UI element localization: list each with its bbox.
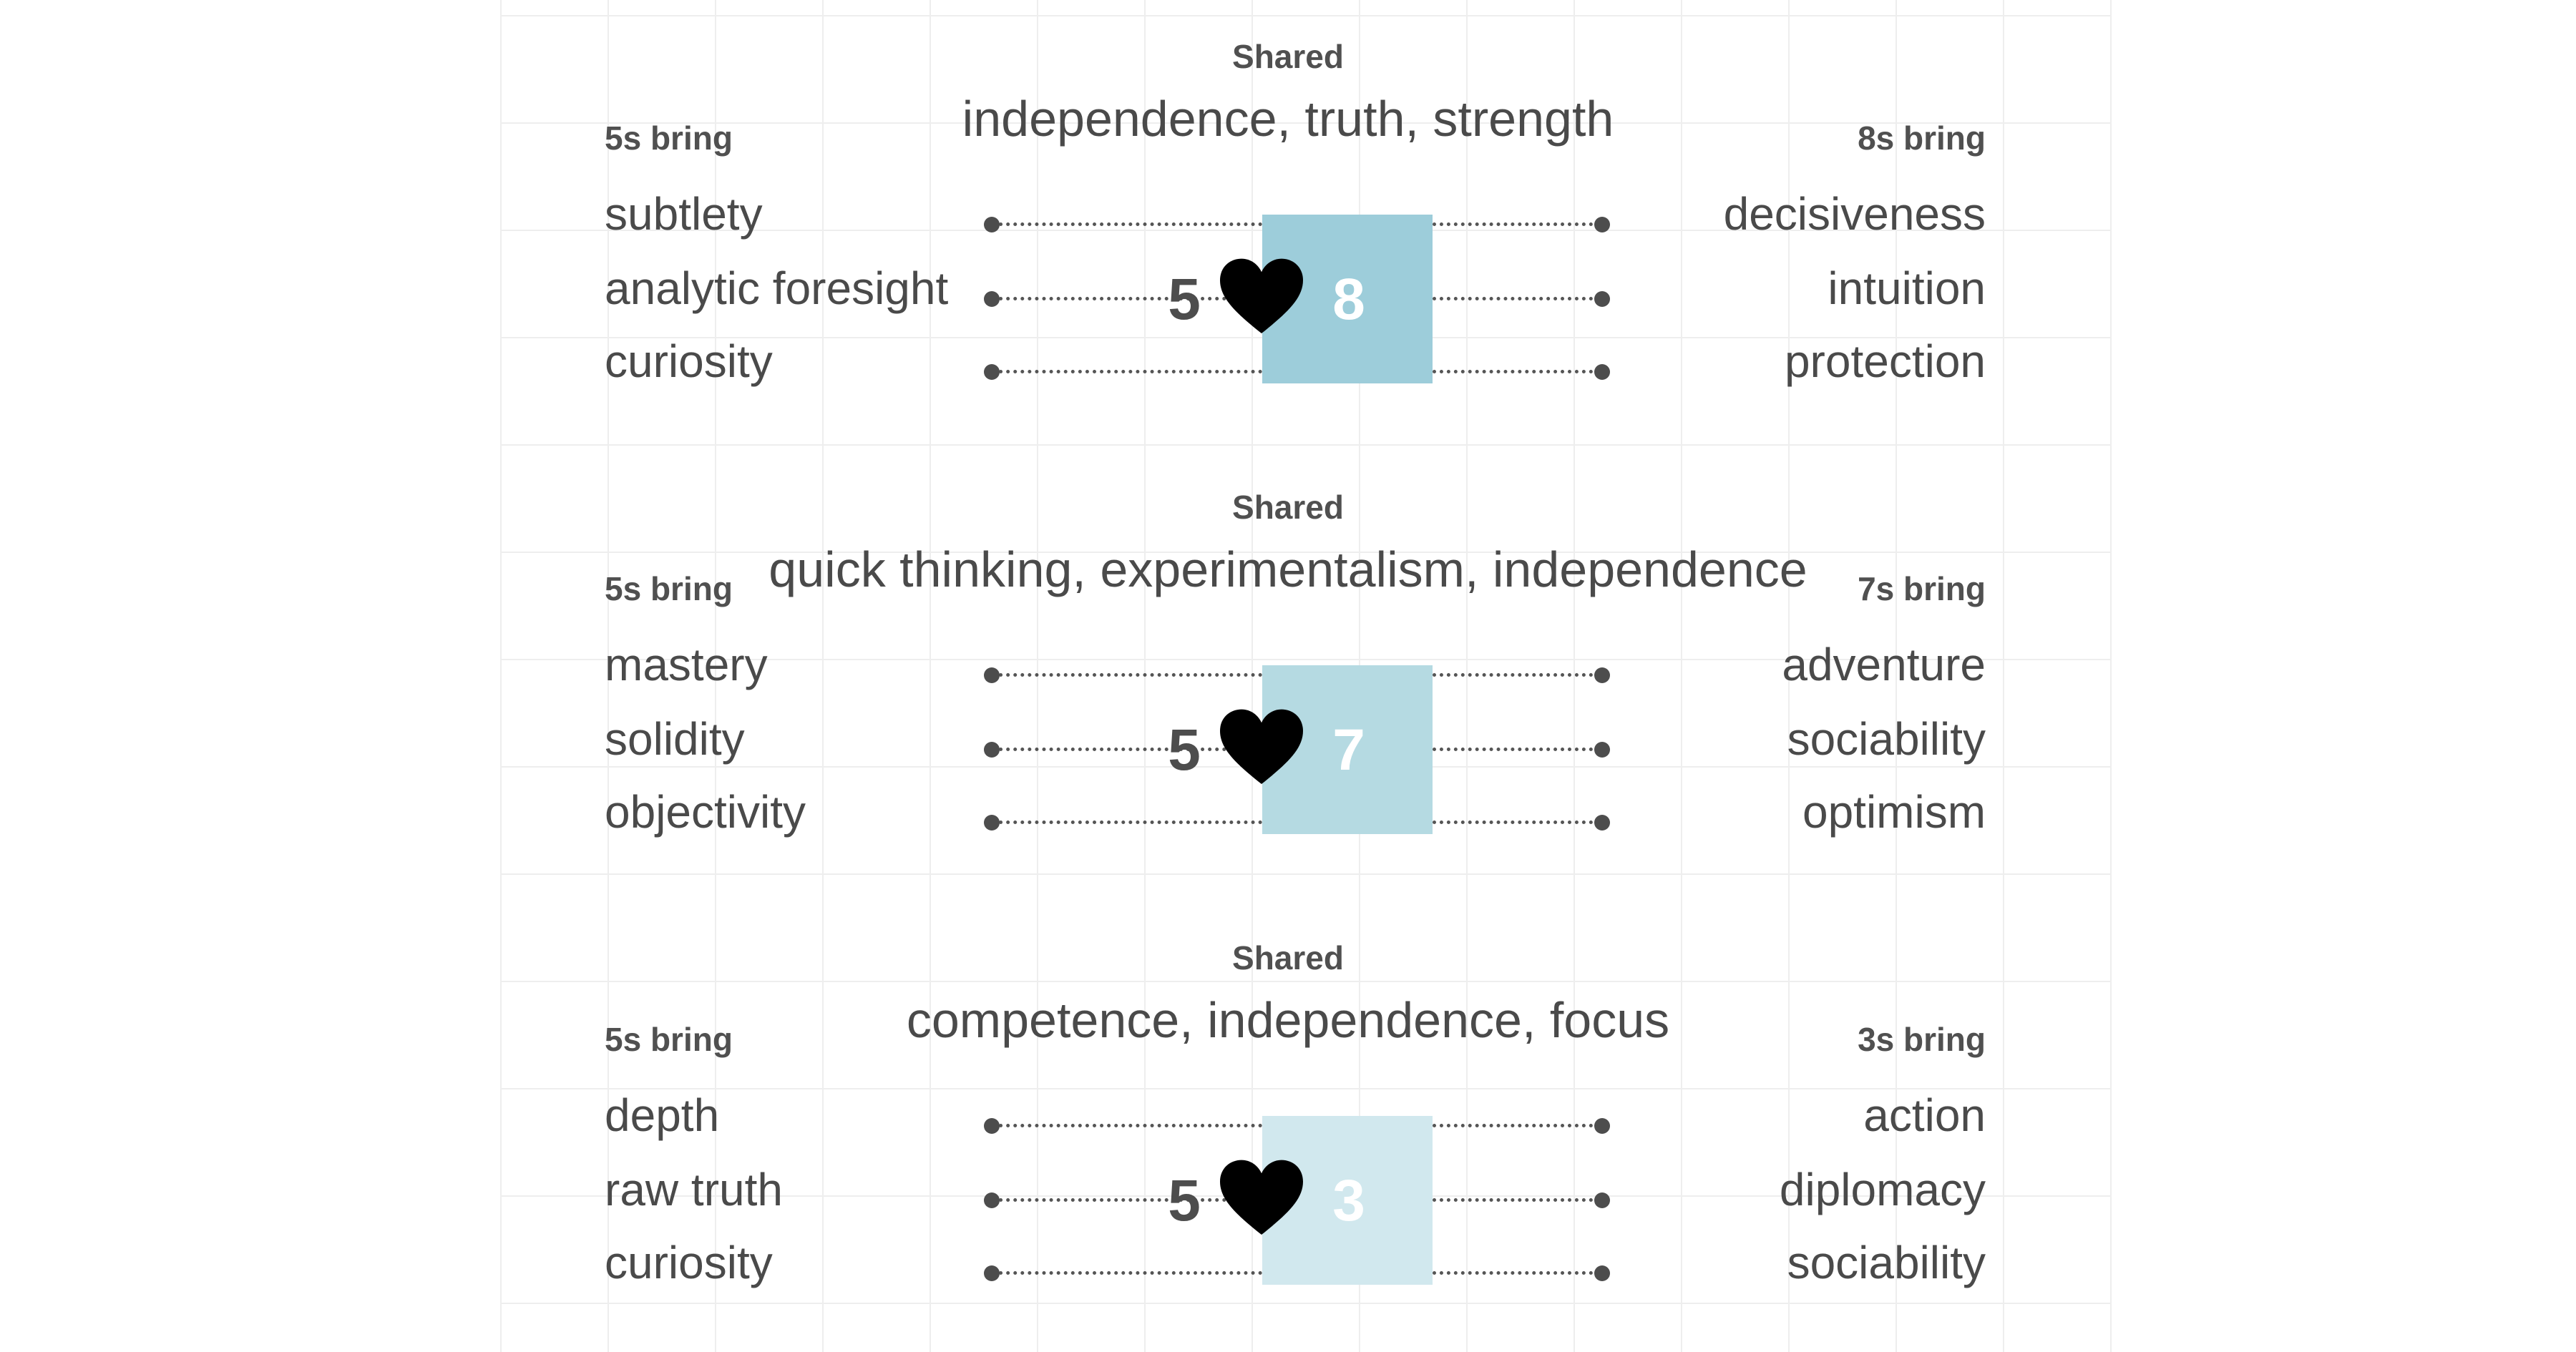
shared-label: Shared	[1232, 489, 1344, 526]
right-type-label: 3s bring	[1858, 1021, 1986, 1058]
pairing-panel-5-3: Shared competence, independence, focus 5…	[0, 901, 2576, 1352]
left-trait: objectivity	[605, 786, 806, 838]
left-type-number: 5	[1168, 717, 1201, 783]
right-connector	[1433, 673, 1600, 677]
left-trait: curiosity	[605, 335, 773, 387]
connector-dot	[984, 1118, 1000, 1134]
left-type-number: 5	[1168, 267, 1201, 332]
heart-icon	[1220, 1160, 1303, 1235]
connector-dot	[984, 364, 1000, 380]
connector-dot	[1594, 217, 1610, 232]
shared-label: Shared	[1232, 939, 1344, 976]
connector-dot	[1594, 1265, 1610, 1281]
left-connector	[992, 370, 1262, 373]
connector-dot	[984, 291, 1000, 307]
left-trait: raw truth	[605, 1164, 783, 1215]
shared-traits: competence, independence, focus	[906, 992, 1670, 1048]
right-connector	[1433, 370, 1600, 373]
shared-traits: independence, truth, strength	[962, 91, 1614, 147]
right-trait: optimism	[1802, 786, 1986, 838]
connector-dot	[1594, 1192, 1610, 1208]
left-trait: depth	[605, 1089, 720, 1141]
shared-label: Shared	[1232, 38, 1344, 75]
shared-traits: quick thinking, experimentalism, indepen…	[769, 542, 1807, 597]
connector-dot	[1594, 291, 1610, 307]
heart-icon	[1220, 709, 1303, 785]
connector-dot	[984, 667, 1000, 683]
left-type-number: 5	[1168, 1168, 1201, 1233]
left-trait: mastery	[605, 639, 768, 690]
left-connector	[992, 1124, 1262, 1127]
connector-dot	[1594, 1118, 1610, 1134]
connector-dot	[1594, 667, 1610, 683]
right-type-number: 3	[1332, 1168, 1365, 1233]
right-connector	[1433, 1271, 1600, 1275]
left-type-label: 5s bring	[605, 1021, 733, 1058]
right-connector	[1433, 820, 1600, 824]
connector-dot	[1594, 742, 1610, 758]
right-type-label: 7s bring	[1858, 570, 1986, 607]
connector-dot	[984, 1192, 1000, 1208]
left-type-label: 5s bring	[605, 570, 733, 607]
pairing-panel-5-8: Shared independence, truth, strength 5s …	[0, 0, 2576, 451]
right-connector	[1433, 1198, 1600, 1202]
left-trait: solidity	[605, 713, 745, 765]
left-connector	[992, 748, 1262, 751]
connector-dot	[1594, 815, 1610, 831]
right-type-number: 7	[1332, 717, 1365, 783]
connector-dot	[984, 1265, 1000, 1281]
left-connector	[992, 297, 1262, 300]
right-connector	[1433, 222, 1600, 226]
right-trait: protection	[1784, 335, 1986, 387]
left-connector	[992, 820, 1262, 824]
right-trait: decisiveness	[1723, 188, 1986, 240]
left-type-label: 5s bring	[605, 119, 733, 157]
right-trait: diplomacy	[1779, 1164, 1986, 1215]
heart-icon	[1220, 258, 1303, 334]
right-connector	[1433, 748, 1600, 751]
connector-dot	[1594, 364, 1610, 380]
left-trait: analytic foresight	[605, 263, 949, 314]
connector-dot	[984, 815, 1000, 831]
left-trait: subtlety	[605, 188, 763, 240]
left-trait: curiosity	[605, 1237, 773, 1288]
connector-dot	[984, 742, 1000, 758]
right-trait: action	[1863, 1089, 1986, 1141]
left-connector	[992, 1271, 1262, 1275]
pairing-panel-5-7: Shared quick thinking, experimentalism, …	[0, 451, 2576, 901]
right-type-label: 8s bring	[1858, 119, 1986, 157]
right-connector	[1433, 1124, 1600, 1127]
connector-dot	[984, 217, 1000, 232]
left-connector	[992, 222, 1262, 226]
right-trait: sociability	[1787, 713, 1986, 765]
left-connector	[992, 1198, 1262, 1202]
left-connector	[992, 673, 1262, 677]
right-connector	[1433, 297, 1600, 300]
right-trait: adventure	[1782, 639, 1986, 690]
right-trait: intuition	[1828, 263, 1986, 314]
right-type-number: 8	[1332, 267, 1365, 332]
right-trait: sociability	[1787, 1237, 1986, 1288]
